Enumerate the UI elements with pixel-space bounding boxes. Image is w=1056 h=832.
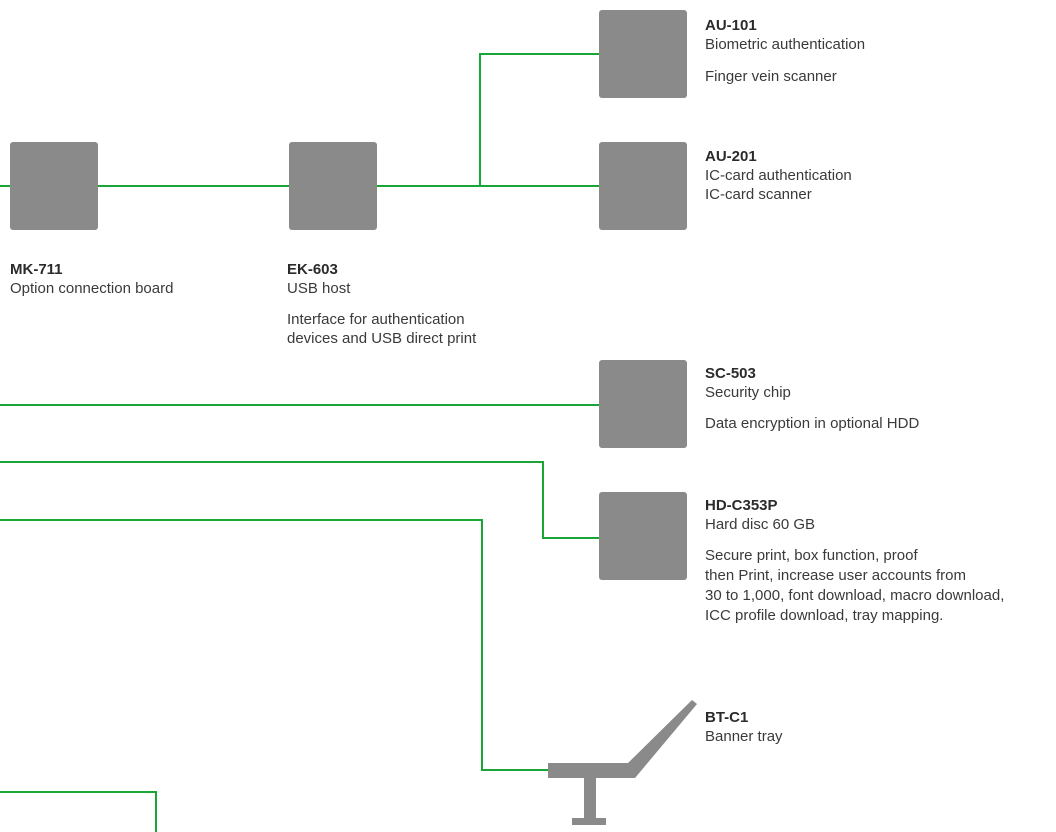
au101-desc: Finger vein scanner [705, 68, 837, 85]
btc1-label: BT-C1 Banner tray [705, 708, 783, 746]
ek603-desc: Interface for authentication devices and… [287, 311, 477, 347]
mk711-name: Option connection board [10, 280, 174, 297]
ek603-name: USB host [287, 280, 351, 297]
mk711-code: MK-711 [10, 261, 63, 278]
au201-desc: IC-card scanner [705, 186, 812, 203]
au201-device [599, 142, 687, 230]
wire-bottom [0, 791, 157, 832]
au201-code: AU-201 [705, 148, 757, 165]
au101-name: Biometric authentication [705, 36, 866, 53]
banner-tray-stem [584, 778, 596, 821]
hdc353p-device [599, 492, 687, 580]
sc503-code: SC-503 [705, 365, 756, 382]
wire-btc1 [0, 519, 548, 771]
hdc353p-name: Hard disc 60 GB [705, 516, 816, 533]
sc503-name: Security chip [705, 384, 791, 401]
sc503-label: SC-503 Security chip Data encryption in … [705, 364, 919, 433]
banner-tray-foot [572, 818, 606, 825]
mk711-device [10, 142, 98, 230]
hdc353p-desc: Secure print, box function, proof then P… [705, 547, 1005, 624]
mk711-label: MK-711 Option connection board [10, 260, 173, 298]
btc1-code: BT-C1 [705, 709, 749, 726]
sc503-desc: Data encryption in optional HDD [705, 415, 920, 432]
banner-tray-icon [548, 700, 697, 825]
hdc353p-code: HD-C353P [705, 497, 778, 514]
au101-device [599, 10, 687, 98]
ek603-device [289, 142, 377, 230]
au201-name: IC-card authentication [705, 167, 852, 184]
sc503-device [599, 360, 687, 448]
ek603-code: EK-603 [287, 261, 338, 278]
hdc353p-label: HD-C353P Hard disc 60 GB Secure print, b… [705, 496, 1004, 626]
au201-label: AU-201 IC-card authentication IC-card sc… [705, 147, 852, 204]
au101-code: AU-101 [705, 17, 757, 34]
au101-label: AU-101 Biometric authentication Finger v… [705, 16, 865, 86]
wire-hdc353p [0, 461, 599, 539]
wire-branch-au101 [479, 53, 599, 186]
banner-tray-body [548, 700, 697, 778]
btc1-name: Banner tray [705, 728, 783, 745]
ek603-label: EK-603 USB host Interface for authentica… [287, 260, 476, 348]
